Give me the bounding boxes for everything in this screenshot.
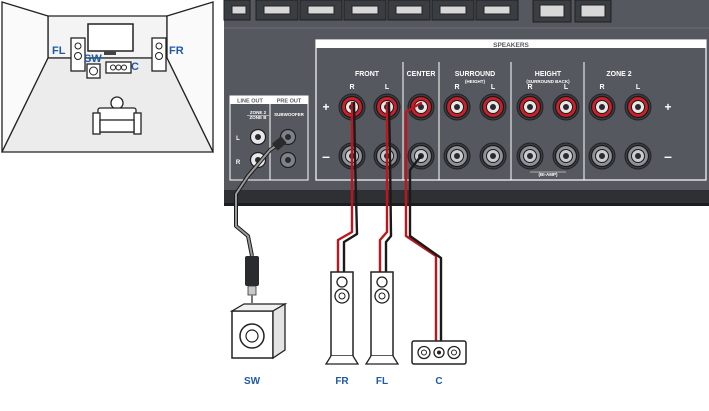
height-l-mark: L — [564, 84, 569, 91]
speaker-cables — [336, 101, 443, 343]
zone-b-line1: ZONE 2 — [250, 110, 267, 115]
terminal-minus-zone2-l — [624, 142, 652, 170]
device-label-fl: FL — [376, 376, 388, 387]
terminal-plus-surround-l — [479, 93, 507, 121]
minus-left: – — [322, 148, 330, 164]
group-sub-height: (SURROUND BACK) — [526, 79, 570, 84]
line-pre-out-block: LINE OUT PRE OUT ZONE 2 ZONE B SUBWOOFER… — [229, 95, 309, 181]
room-label-c: C — [131, 61, 139, 73]
terminal-plus-height-r — [516, 93, 544, 121]
terminal-minus-surround-r — [443, 142, 471, 170]
cable-c-black — [408, 154, 443, 343]
surround-r-mark: R — [454, 84, 459, 91]
plus-terminals — [338, 93, 652, 121]
plus-right: + — [664, 100, 671, 114]
terminal-minus-height-r — [516, 142, 544, 170]
room-label-fl: FL — [52, 45, 66, 57]
group-title-front: FRONT — [355, 71, 380, 78]
room-label-sw: SW — [84, 53, 102, 65]
zone2-l-mark: L — [636, 84, 641, 91]
cable-c-red — [404, 101, 438, 343]
device-label-fr: FR — [335, 376, 349, 387]
height-r-mark: R — [527, 84, 532, 91]
line-out-r-mark: R — [236, 160, 241, 166]
panel-bottom-edge — [224, 190, 709, 203]
cable-fr-red — [336, 101, 354, 274]
room-subwoofer — [86, 63, 101, 79]
terminal-plus-center — [407, 93, 435, 121]
group-title-center: CENTER — [407, 71, 436, 78]
terminal-plus-front-l — [373, 93, 401, 121]
device-front-left — [364, 271, 400, 365]
rca-jack-zone-r — [249, 151, 267, 169]
terminal-minus-height-l — [552, 142, 580, 170]
cable-fl-red — [378, 101, 389, 274]
room-label-fr: FR — [169, 45, 184, 57]
speakers-header: SPEAKERS — [493, 42, 529, 49]
plus-left: + — [322, 100, 329, 114]
rca-jack-zone-l — [249, 128, 267, 146]
line-out-l-mark: L — [236, 136, 240, 142]
terminal-plus-zone2-l — [624, 93, 652, 121]
cable-fl-black — [384, 101, 393, 274]
group-title-surround: SURROUND — [455, 71, 495, 78]
pre-out-label: PRE OUT — [277, 99, 302, 105]
surround-l-mark: L — [491, 84, 496, 91]
terminal-plus-surround-r — [443, 93, 471, 121]
group-sub-surround: (HEIGHT) — [465, 79, 485, 84]
room-illustration: FL SW C FR — [0, 1, 215, 153]
terminal-plus-height-l — [552, 93, 580, 121]
rca-jack-subwoofer-2 — [279, 151, 297, 169]
hdmi-ports-row — [223, 0, 612, 23]
zone2-r-mark: R — [599, 84, 604, 91]
group-title-zone2: ZONE 2 — [606, 71, 631, 78]
subwoofer-cable — [234, 136, 287, 303]
zone-b-line2: ZONE B — [249, 115, 267, 120]
group-title-height: HEIGHT — [535, 71, 562, 78]
room-sofa — [92, 96, 142, 135]
device-subwoofer — [229, 302, 288, 360]
tv-stand — [104, 51, 116, 55]
room-center-speaker — [105, 61, 132, 74]
front-r-mark: R — [349, 84, 354, 91]
room-speaker-fr — [151, 37, 167, 72]
terminal-minus-surround-l — [479, 142, 507, 170]
device-front-right — [324, 271, 360, 365]
room-floor — [0, 57, 215, 153]
device-label-c: C — [435, 376, 442, 387]
subwoofer-label: SUBWOOFER — [274, 112, 304, 117]
tv-screen — [87, 23, 134, 52]
receiver-rear-panel: SPEAKERS FRONT CENTER SURROUND (HEIGHT) … — [223, 0, 709, 206]
room-speaker-fl — [70, 37, 86, 72]
bi-amp-label: (BI-AMP) — [539, 172, 558, 177]
device-label-sw: SW — [244, 376, 261, 387]
line-out-label: LINE OUT — [237, 99, 263, 105]
terminal-plus-zone2-r — [588, 93, 616, 121]
cable-fr-black — [342, 101, 359, 274]
minus-right: – — [664, 148, 672, 164]
front-l-mark: L — [385, 84, 390, 91]
device-center — [411, 340, 467, 365]
terminal-minus-zone2-r — [588, 142, 616, 170]
